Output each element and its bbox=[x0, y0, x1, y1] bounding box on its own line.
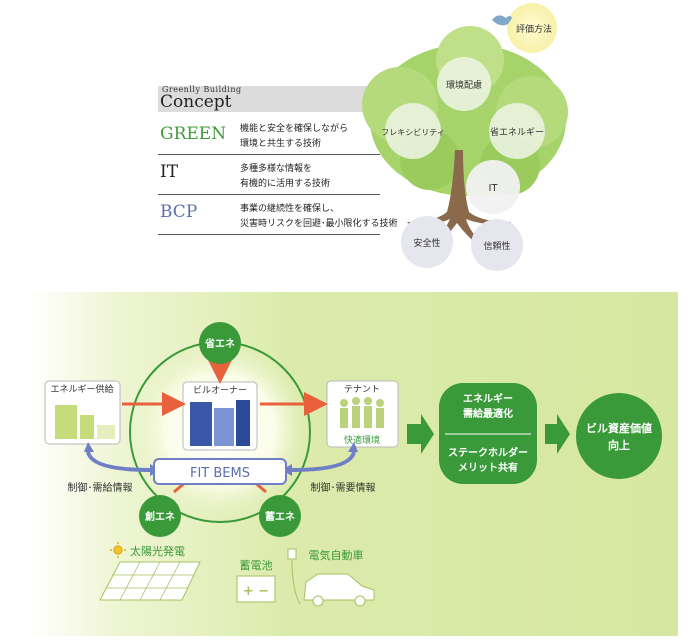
demand-info-arrow bbox=[291, 451, 356, 472]
battery-symbol: + − bbox=[243, 584, 269, 599]
tree-illustration: 評価方法 環境配慮 フレキシビリティ 省エネルギー IT 安全性 信頼性 bbox=[362, 3, 568, 271]
it-label: IT bbox=[488, 183, 498, 194]
concept-title: Concept bbox=[160, 92, 232, 112]
concept-desc-bcp: 事業の継続性を確保し、 災害時リスクを回避･最小限化する技術 bbox=[240, 202, 398, 232]
concept-desc-bcp-line2: 災害時リスクを回避･最小限化する技術 bbox=[240, 219, 398, 229]
concept-desc-green-line2: 環境と共生する技術 bbox=[240, 139, 322, 149]
safety-label: 安全性 bbox=[413, 237, 440, 249]
optimize-line2: 需給最適化 bbox=[463, 407, 513, 420]
results-box bbox=[439, 383, 537, 484]
evaluation-label: 評価方法 bbox=[516, 23, 552, 35]
concept-desc-it: 多種多様な情報を 有機的に活用する技術 bbox=[240, 162, 330, 192]
concept-key-it: IT bbox=[160, 162, 179, 182]
concept-row-green: GREEN 機能と安全を確保しながら 環境と共生する技術 bbox=[158, 118, 380, 155]
store-energy-circle bbox=[259, 495, 301, 537]
evaluation-bubble bbox=[507, 3, 557, 53]
concept-row-bcp: BCP 事業の継続性を確保し、 災害時リスクを回避･最小限化する技術 bbox=[158, 194, 398, 235]
solar-panel-grid bbox=[106, 561, 194, 601]
solar-label: 太陽光発電 bbox=[130, 544, 185, 558]
save-energy-label: 省エネ bbox=[204, 337, 235, 350]
battery-label: 蓄電池 bbox=[240, 559, 273, 572]
concept-key-green: GREEN bbox=[160, 124, 227, 144]
tenant-label: テナント bbox=[344, 384, 380, 395]
safety-bubble bbox=[401, 216, 453, 268]
concept-desc-bcp-line1: 事業の継続性を確保し、 bbox=[240, 204, 340, 214]
car-wheel-front bbox=[312, 595, 324, 607]
battery-icon bbox=[236, 575, 276, 603]
create-energy-label: 創エネ bbox=[144, 510, 175, 523]
asset-value-line2: 向上 bbox=[608, 438, 630, 452]
concept-desc-green: 機能と安全を確保しながら 環境と共生する技術 bbox=[240, 122, 348, 152]
flexibility-label: フレキシビリティ bbox=[381, 128, 445, 137]
result-arrow-1 bbox=[407, 414, 434, 454]
concept-subtitle: Greenlly Building bbox=[162, 85, 242, 94]
ev-label: 電気自動車 bbox=[309, 548, 364, 562]
optimize-line1: エネルギー bbox=[463, 392, 513, 405]
concept-key-bcp: BCP bbox=[160, 202, 198, 222]
reliability-label: 信頼性 bbox=[483, 240, 510, 252]
result-arrow-2 bbox=[545, 414, 570, 454]
energy-saving-bubble bbox=[489, 103, 545, 159]
it-bubble bbox=[466, 160, 520, 214]
supply-info-arrow bbox=[86, 451, 151, 472]
stakeholder-line2: メリット共有 bbox=[458, 461, 518, 474]
energy-saving-label: 省エネルギー bbox=[490, 126, 544, 138]
flexibility-bubble bbox=[385, 103, 441, 159]
people-icon bbox=[340, 397, 384, 428]
concept-header-bar bbox=[158, 86, 370, 112]
tree-trunk bbox=[407, 150, 511, 249]
environment-bubble bbox=[437, 57, 491, 111]
fit-bems-box bbox=[153, 458, 287, 485]
bird-icon bbox=[492, 15, 512, 26]
sun-icon bbox=[110, 542, 126, 558]
control-demand-label: 制御･需要情報 bbox=[311, 481, 376, 494]
asset-value-line1: ビル資産価値 bbox=[586, 421, 652, 435]
plug-icon bbox=[287, 548, 301, 605]
fit-bems-label: FIT BEMS bbox=[190, 466, 250, 481]
comfort-label: 快適環境 bbox=[344, 434, 380, 446]
asset-value-circle bbox=[576, 393, 662, 479]
reliability-bubble bbox=[471, 219, 523, 271]
create-energy-circle bbox=[139, 495, 181, 537]
concept-row-it: IT 多種多様な情報を 有機的に活用する技術 bbox=[158, 154, 380, 195]
factory-icon bbox=[55, 405, 115, 439]
supply-info-arrowhead-up bbox=[84, 442, 94, 452]
concept-desc-it-line2: 有機的に活用する技術 bbox=[240, 179, 331, 189]
car-icon bbox=[303, 573, 375, 601]
concept-desc-green-line1: 機能と安全を確保しながら bbox=[240, 124, 349, 134]
car-wheel-rear bbox=[354, 595, 366, 607]
store-energy-label: 蓄エネ bbox=[265, 510, 295, 523]
building-icon bbox=[190, 400, 250, 446]
stakeholder-line1: ステークホルダー bbox=[448, 446, 528, 459]
concept-desc-it-line1: 多種多様な情報を bbox=[240, 164, 313, 174]
energy-supply-label: エネルギー供給 bbox=[50, 383, 113, 395]
save-energy-circle bbox=[199, 322, 241, 364]
owner-label: ビルオーナー bbox=[193, 385, 247, 396]
demand-info-arrowhead-up bbox=[348, 442, 358, 452]
control-supply-label: 制御･需給情報 bbox=[68, 481, 133, 494]
environment-label: 環境配慮 bbox=[446, 79, 482, 91]
